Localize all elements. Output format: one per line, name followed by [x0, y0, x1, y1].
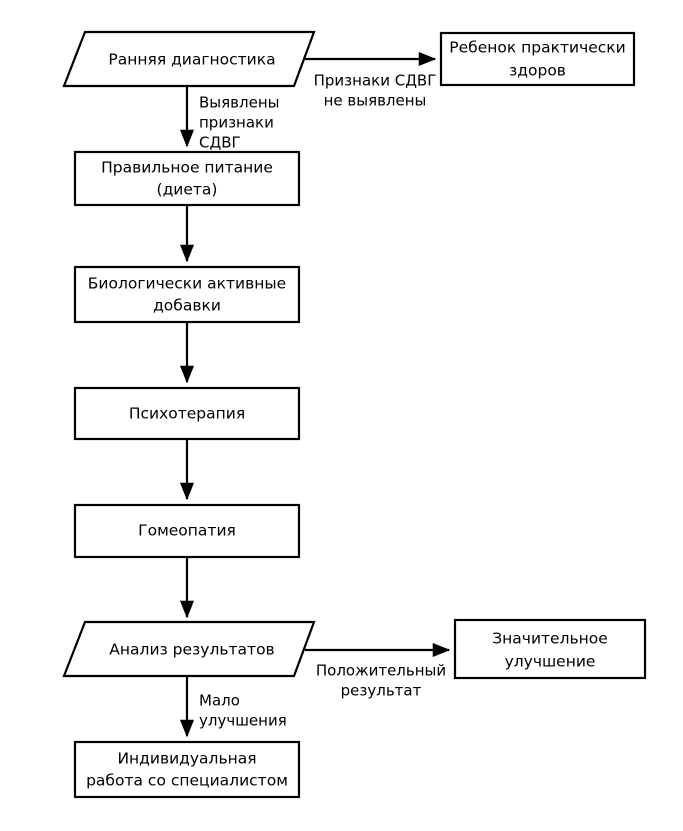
edge-label-signs-not-detected: Признаки СДВГ не выявлены	[314, 72, 437, 110]
psychotherapy-label: Психотерапия	[129, 405, 245, 423]
psychotherapy-shape	[73, 386, 301, 441]
node-child-healthy[interactable]: Ребенок практически здоров	[439, 31, 636, 87]
signs-detected-line2: признаки	[199, 114, 274, 132]
positive-result-line2: результат	[341, 682, 422, 700]
node-individual-work[interactable]: Индивидуальная работа со специалистом	[73, 740, 301, 799]
results-analysis-shape	[62, 620, 316, 678]
significant-improvement-label-line1: Значительное	[492, 630, 608, 648]
node-proper-nutrition[interactable]: Правильное питание (диета)	[73, 150, 301, 207]
proper-nutrition-shape	[73, 150, 301, 207]
little-improvement-line1: Мало	[199, 692, 240, 710]
child-healthy-shape	[439, 31, 636, 87]
node-psychotherapy[interactable]: Психотерапия	[73, 386, 301, 441]
homeopathy-label: Гомеопатия	[138, 522, 236, 540]
dietary-supplements-label-line2: добавки	[153, 297, 221, 315]
edge-label-little-improvement: Мало улучшения	[199, 692, 287, 730]
node-significant-improvement[interactable]: Значительное улучшение	[453, 618, 647, 680]
signs-not-detected-line1: Признаки СДВГ	[314, 72, 437, 90]
signs-detected-line1: Выявлены	[199, 94, 279, 112]
individual-work-shape	[73, 740, 301, 799]
edge-label-positive-result: Положительный результат	[316, 662, 446, 700]
significant-improvement-label-line2: улучшение	[505, 653, 596, 671]
results-analysis-label: Анализ результатов	[109, 641, 274, 659]
signs-not-detected-line2: не выявлены	[324, 92, 427, 110]
edge-label-signs-detected: Выявлены признаки СДВГ	[199, 94, 279, 152]
node-homeopathy[interactable]: Гомеопатия	[73, 503, 301, 559]
node-dietary-supplements[interactable]: Биологически активные добавки	[73, 265, 301, 324]
dietary-supplements-label-line1: Биологически активные	[88, 275, 286, 293]
connectors	[179, 51, 451, 738]
early-diagnosis-label: Ранняя диагностика	[108, 51, 275, 69]
early-diagnosis-shape	[62, 30, 316, 88]
homeopathy-shape	[73, 503, 301, 559]
individual-work-label-line1: Индивидуальная	[117, 750, 256, 768]
little-improvement-line2: улучшения	[199, 712, 287, 730]
individual-work-label-line2: работа со специалистом	[86, 772, 288, 790]
dietary-supplements-shape	[73, 265, 301, 324]
significant-improvement-shape	[453, 618, 647, 680]
proper-nutrition-label-line2: (диета)	[157, 181, 218, 199]
child-healthy-label-line1: Ребенок практически	[449, 39, 625, 57]
positive-result-line1: Положительный	[316, 662, 446, 680]
proper-nutrition-label-line1: Правильное питание	[101, 159, 273, 177]
node-early-diagnosis[interactable]: Ранняя диагностика	[62, 30, 316, 88]
node-results-analysis[interactable]: Анализ результатов	[62, 620, 316, 678]
signs-detected-line3: СДВГ	[199, 134, 241, 152]
child-healthy-label-line2: здоров	[509, 62, 566, 80]
